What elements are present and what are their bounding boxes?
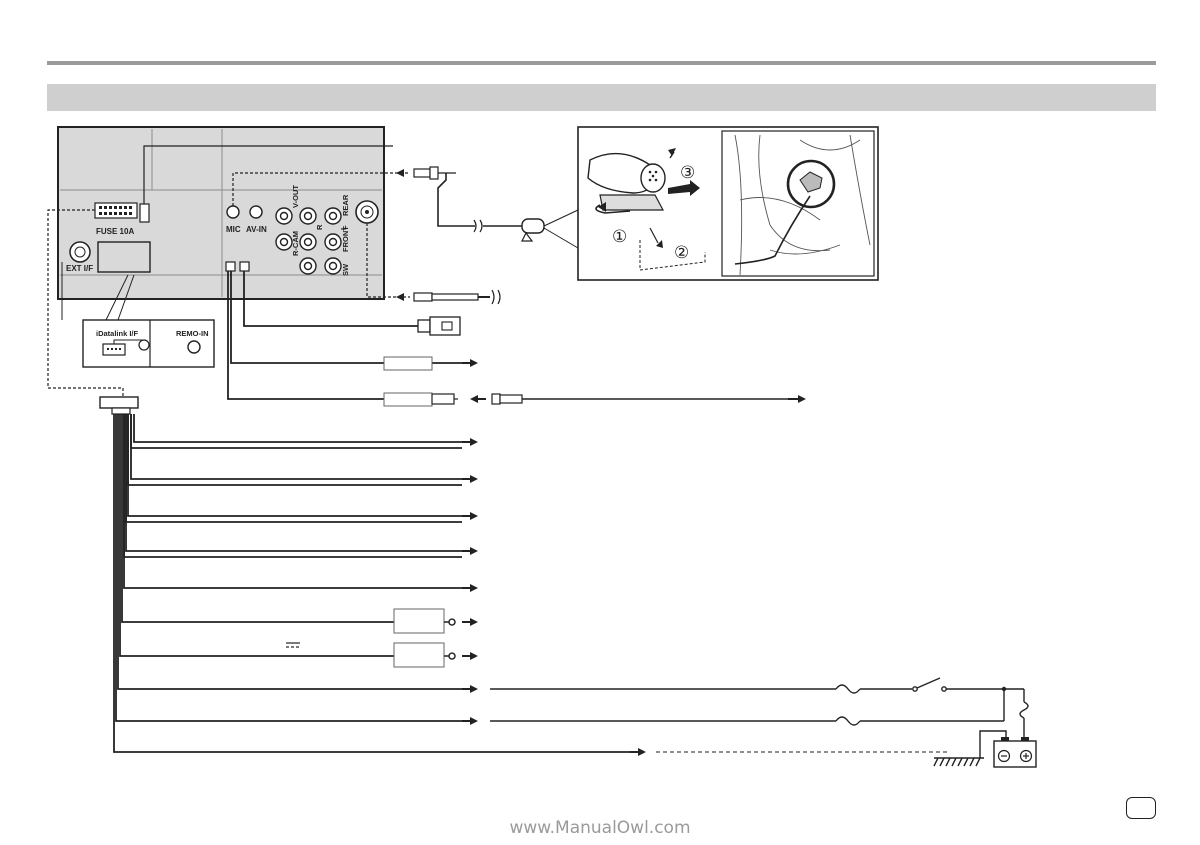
dc-symbol-icon [286, 642, 300, 648]
rear-label: REAR [341, 194, 350, 216]
page-number-box [1126, 797, 1156, 819]
cable-label-box [383, 356, 433, 371]
fuse-icon [139, 203, 150, 223]
idatalink-socket [102, 343, 126, 356]
av-in-label: AV-IN [246, 225, 267, 234]
mic-mounting-illustration [577, 126, 879, 281]
remo-in-label: REMO-IN [176, 329, 209, 338]
av-in-jack [249, 205, 263, 219]
cable-label-box [383, 392, 433, 407]
antenna-plug [413, 289, 501, 305]
rca-jacks [275, 207, 342, 275]
ext-if-label: EXT I/F [66, 264, 93, 273]
unit-rear-panel [57, 126, 385, 300]
fuse-icon [835, 684, 861, 694]
front-label: FRONT [341, 226, 350, 252]
r-label: R [315, 224, 324, 230]
arrow-stub [462, 362, 800, 753]
step-2-label: ② [674, 243, 689, 263]
microphone-icon [521, 209, 579, 249]
sw-label: SW [341, 263, 350, 276]
step-1-label: ① [612, 227, 627, 247]
r-cam-label: R-CAM [291, 231, 300, 256]
usb-port [225, 261, 236, 272]
mic-label: MIC [226, 225, 241, 234]
usb-port [239, 261, 250, 272]
ignition-switch-icon [912, 686, 918, 692]
header-rule [47, 61, 1156, 65]
main-connector-socket [94, 202, 138, 219]
microphone-plug [413, 166, 522, 233]
section-bar [47, 84, 1156, 111]
watermark-text: www.ManualOwl.com [509, 818, 691, 838]
fuse-icon [835, 716, 861, 726]
arrow-double-icon [470, 395, 478, 403]
arrow-left-icon [396, 169, 404, 301]
extension-connector [431, 393, 798, 405]
mic-jack [226, 205, 240, 219]
ext-if-port [69, 241, 91, 263]
idatalink-label: iDatalink I/F [96, 329, 139, 338]
remo-in-jack [187, 340, 201, 354]
cable-label-box [393, 642, 445, 668]
ground-icon [933, 730, 1007, 767]
battery-icon [993, 737, 1037, 768]
usb-cable [243, 271, 461, 336]
fuse-icon [1019, 701, 1029, 719]
step-3-label: ③ [680, 163, 695, 183]
fuse-label: FUSE 10A [96, 227, 134, 236]
harness-wires [113, 414, 630, 753]
power-circuit [490, 677, 1029, 753]
idatalink-inset [82, 319, 215, 368]
cable-label-box [393, 608, 445, 634]
v-out-label: V-OUT [291, 185, 300, 208]
l-label: L [339, 225, 348, 230]
wiring-harness-connector [99, 388, 139, 415]
arrow-right-icon [470, 359, 806, 756]
